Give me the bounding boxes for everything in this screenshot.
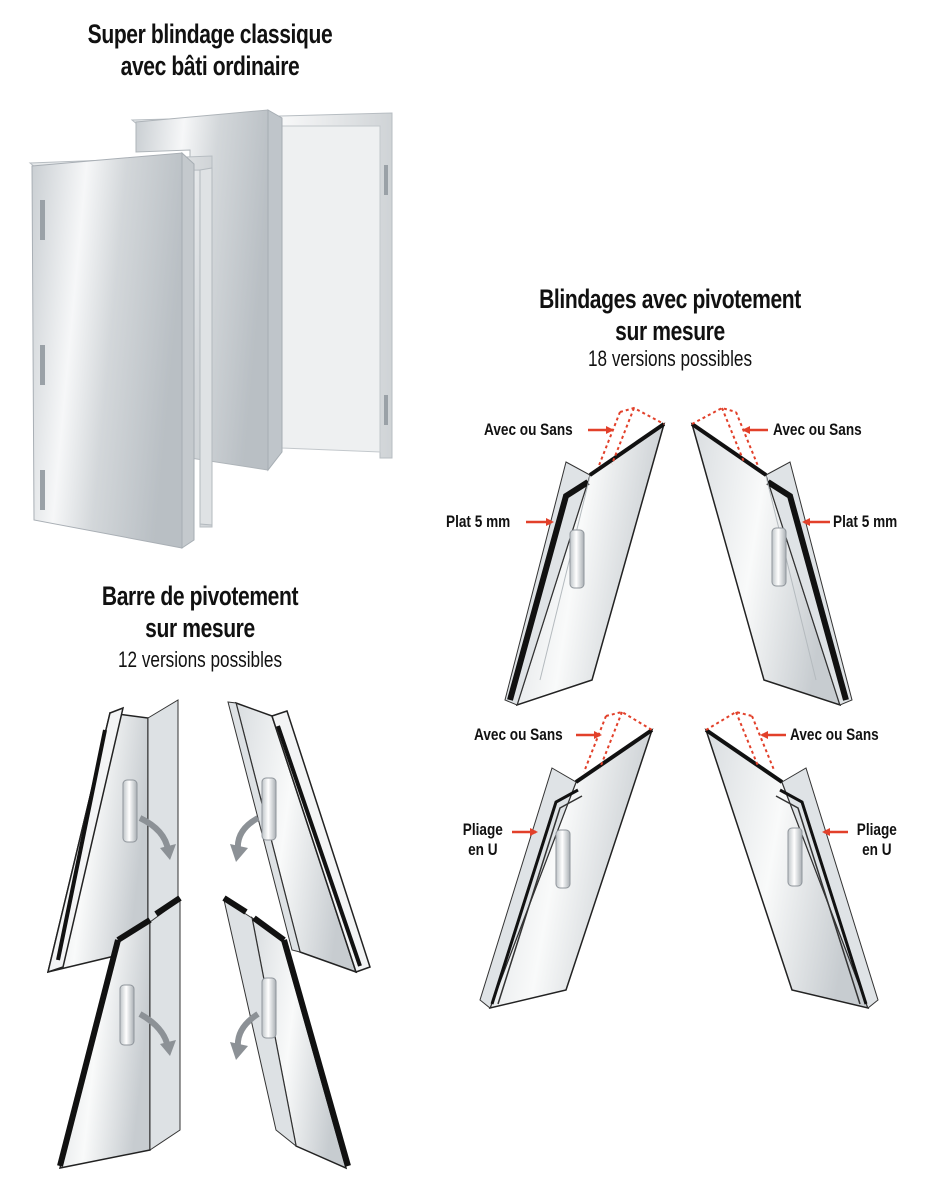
front-door-hinge-bottom bbox=[40, 470, 45, 510]
front-door-edge bbox=[181, 151, 195, 549]
pivot-subtitle: 18 versions possibles bbox=[587, 346, 753, 371]
bar-title: Barre de pivotement sur mesure bbox=[44, 580, 356, 644]
label-pliage-1-line1: Pliage bbox=[462, 820, 503, 839]
optional-outline bbox=[597, 406, 665, 469]
red-pointer-arrows bbox=[512, 426, 848, 836]
front-door-frame-post bbox=[199, 167, 213, 526]
classic-title-line1: Super blindage classique bbox=[87, 19, 333, 49]
classic-title: Super blindage classique avec bâti ordin… bbox=[46, 18, 374, 82]
front-door-leaf bbox=[31, 152, 183, 549]
back-door-hinge-top bbox=[384, 165, 388, 195]
label-pliage-1: Pliage en U bbox=[458, 820, 508, 860]
optional-outline bbox=[691, 406, 759, 467]
label-avec-ou-sans-1: Avec ou Sans bbox=[484, 420, 573, 439]
label-plat-1: Plat 5 mm bbox=[446, 512, 511, 531]
label-pliage-2-line1: Pliage bbox=[856, 820, 897, 839]
bar-leaf-top-right bbox=[227, 701, 371, 974]
front-door-hinge-top bbox=[40, 200, 45, 240]
bar-subtitle: 12 versions possibles bbox=[117, 647, 283, 672]
optional-outline bbox=[705, 710, 775, 771]
label-pliage-2-line2: en U bbox=[862, 840, 892, 859]
label-avec-ou-sans-3: Avec ou Sans bbox=[474, 725, 563, 744]
pivot-leaf-top-right bbox=[690, 406, 853, 707]
back-door-edge bbox=[267, 109, 283, 472]
pliage-u bbox=[779, 788, 868, 1005]
label-avec-ou-sans-2: Avec ou Sans bbox=[773, 420, 862, 439]
front-door-hinge-mid bbox=[40, 345, 45, 385]
pivot-leaf-top-left bbox=[504, 406, 666, 707]
classic-doors-illustration bbox=[28, 109, 393, 549]
label-pliage-1-line2: en U bbox=[468, 840, 498, 859]
pivot-title-line2: sur mesure bbox=[615, 316, 725, 346]
plat-plate bbox=[766, 479, 849, 701]
bar-leaf-bottom-right bbox=[222, 895, 351, 1170]
pivot-title: Blindages avec pivotement sur mesure bbox=[506, 283, 834, 347]
bar-leaf-bottom-left bbox=[57, 895, 182, 1169]
back-door-opening bbox=[281, 125, 381, 453]
label-avec-ou-sans-4: Avec ou Sans bbox=[790, 725, 879, 744]
back-door-hinge-bottom bbox=[384, 395, 388, 425]
pliage-u bbox=[490, 788, 579, 1005]
bar-leaf-top-left bbox=[46, 699, 179, 974]
plat-plate bbox=[507, 479, 590, 701]
optional-outline bbox=[583, 710, 653, 773]
pivot-leaf-bottom-right bbox=[704, 710, 879, 1010]
classic-title-line2: avec bâti ordinaire bbox=[120, 51, 300, 81]
rotate-arrow-icon bbox=[234, 815, 260, 851]
bar-title-line1: Barre de pivotement bbox=[101, 581, 299, 611]
bar-title-line2: sur mesure bbox=[145, 613, 255, 643]
label-pliage-2: Pliage en U bbox=[852, 820, 902, 860]
label-plat-2: Plat 5 mm bbox=[833, 512, 898, 531]
pivot-leaf-bottom-left bbox=[479, 710, 654, 1010]
pivot-title-line1: Blindages avec pivotement bbox=[539, 284, 801, 314]
